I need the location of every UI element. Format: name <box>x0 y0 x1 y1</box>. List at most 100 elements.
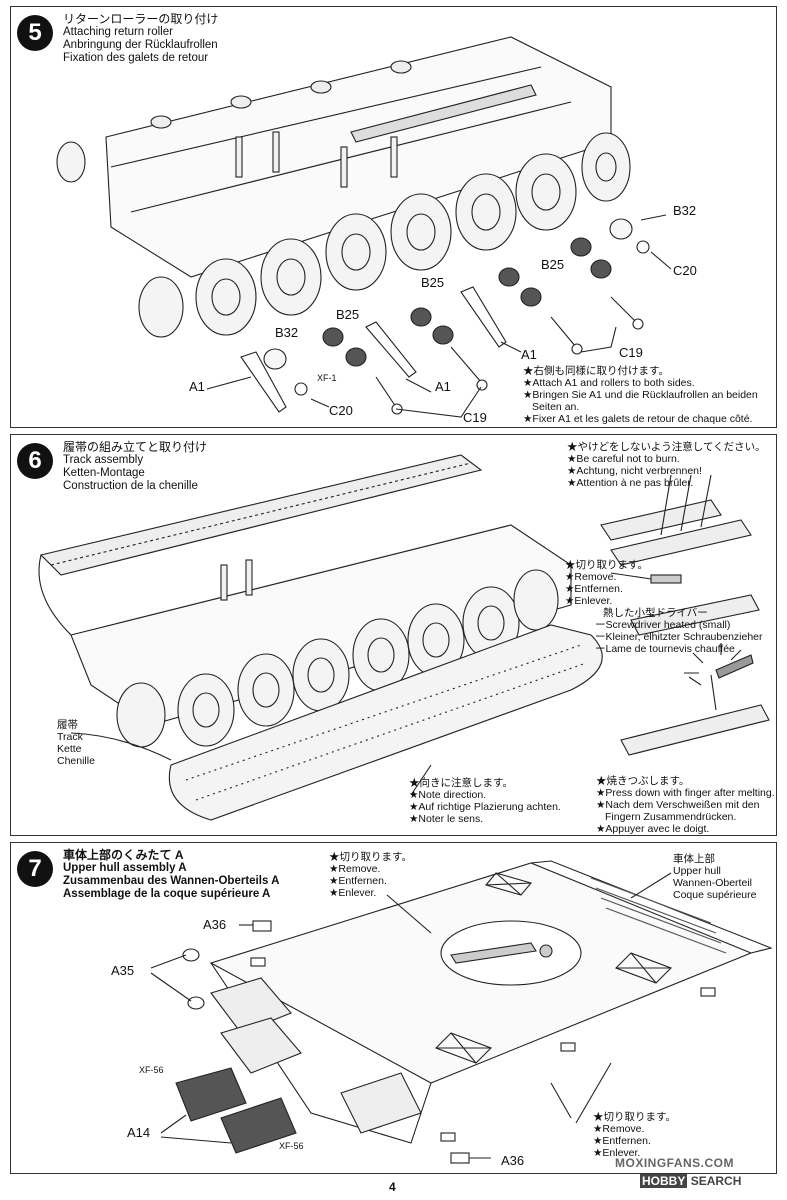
label-a14: A14 <box>127 1125 151 1140</box>
title-en: Attaching return roller <box>63 26 173 38</box>
direction-note: ★向きに注意します。 ★Note direction. ★Auf richtig… <box>409 777 561 825</box>
note-line: ★Attention à ne pas brûler. <box>567 477 694 489</box>
note-line: ★焼きつぶします。 <box>596 775 690 787</box>
watermark-part: SEARCH <box>690 1174 742 1188</box>
title-en: Upper hull assembly A <box>63 862 187 874</box>
label-xf56-paint: XF-56 <box>139 1065 164 1075</box>
step-title: 履帯の組み立てと取り付け Track assembly Ketten-Monta… <box>63 441 207 493</box>
note-line: ★Noter le sens. <box>409 813 484 825</box>
label-c19: C19 <box>619 345 643 360</box>
title-fr: Construction de la chenille <box>63 480 198 492</box>
step-5-panel: 5 リターンローラーの取り付け Attaching return roller … <box>10 6 777 428</box>
remove-note: ★切り取ります。 ★Remove. ★Entfernen. ★Enlever. <box>565 559 648 607</box>
label-a1: A1 <box>435 379 451 394</box>
title-fr: Fixation des galets de retour <box>63 52 209 64</box>
hull-return-roller-illustration <box>56 36 672 418</box>
note-line: Coque supérieure <box>673 889 757 901</box>
note-line: ★Bringen Sie A1 und die Rücklaufrollen a… <box>523 389 758 401</box>
note-line: ーKleiner, elhitzter Schraubenzieher <box>595 631 763 643</box>
screwdriver-note: 熱した小型ドライバー ーScrewdriver heated (small) ー… <box>595 607 763 655</box>
step-number: 7 <box>17 851 53 887</box>
note-line: 履帯 <box>57 719 78 731</box>
label-b32: B32 <box>673 203 697 218</box>
note-line: ★Remove. <box>593 1123 645 1135</box>
note-line: ★Press down with finger after melting. <box>596 787 775 799</box>
note-line: ★Enlever. <box>329 887 377 899</box>
step-number: 5 <box>17 15 53 51</box>
note-line: ★Nach dem Verschweißen mit den <box>596 799 760 811</box>
note-line: ーScrewdriver heated (small) <box>595 619 731 631</box>
label-b25: B25 <box>541 257 565 272</box>
assembly-note: ★右側も同様に取り付けます。 ★Attach A1 and rollers to… <box>523 365 758 425</box>
title-fr: Assemblage de la coque supérieure A <box>63 888 271 900</box>
remove-note-bottom: ★切り取ります。 ★Remove. ★Entfernen. ★Enlever. <box>593 1111 676 1159</box>
label-a35: A35 <box>111 963 135 978</box>
note-line: ★やけどをしないよう注意してください。 <box>567 441 766 453</box>
note-line: ★Auf richtige Plazierung achten. <box>409 801 561 813</box>
note-line: ★Remove. <box>329 863 381 875</box>
label-b25: B25 <box>421 275 445 290</box>
note-line: ★Remove. <box>565 571 617 583</box>
note-line: ★Appuyer avec le doigt. <box>596 823 710 835</box>
note-line: Wannen-Oberteil <box>673 877 752 889</box>
melt-note: ★焼きつぶします。 ★Press down with finger after … <box>596 775 775 835</box>
upper-hull-illustration <box>150 860 773 1164</box>
step-title: リターンローラーの取り付け Attaching return roller An… <box>63 13 218 65</box>
step-7-panel: 7 車体上部のくみたて A Upper hull assembly A Zusa… <box>10 842 777 1174</box>
note-line: ★Achtung, nicht verbrennen! <box>567 465 702 477</box>
note-line: ★Entfernen. <box>593 1135 651 1147</box>
note-line: 車体上部 <box>673 853 715 865</box>
label-a36: A36 <box>203 917 227 932</box>
label-a1: A1 <box>189 379 205 394</box>
note-line: Upper hull <box>673 865 721 877</box>
remove-note-top: ★切り取ります。 ★Remove. ★Entfernen. ★Enlever. <box>329 851 412 899</box>
label-a36: A36 <box>501 1153 525 1168</box>
note-line: ★切り取ります。 <box>329 851 412 863</box>
note-line: Track <box>57 731 83 743</box>
watermark-hobbysearch: HOBBY SEARCH <box>640 1174 741 1188</box>
label-xf56-paint: XF-56 <box>279 1141 304 1151</box>
burn-warning-note: ★やけどをしないよう注意してください。 ★Be careful not to b… <box>567 441 766 489</box>
note-line: Chenille <box>57 755 95 767</box>
note-line: Fingern Zusammendrücken. <box>605 811 737 823</box>
note-line: ★Enlever. <box>565 595 613 607</box>
label-c20: C20 <box>673 263 697 278</box>
note-line: ★Note direction. <box>409 789 487 801</box>
note-line: ★Entfernen. <box>565 583 623 595</box>
title-en: Track assembly <box>63 454 144 466</box>
watermark-moxingfans: MOXINGFANS.COM <box>615 1156 735 1170</box>
note-line: Seiten an. <box>532 401 580 413</box>
hull-label: 車体上部 Upper hull Wannen-Oberteil Coque su… <box>673 853 756 901</box>
label-xf1-paint: XF-1 <box>317 373 337 383</box>
title-de: Ketten-Montage <box>63 467 145 479</box>
note-line: Kette <box>57 743 82 755</box>
note-line: ★向きに注意します。 <box>409 777 513 789</box>
title-jp: 履帯の組み立てと取り付け <box>63 440 208 454</box>
track-assembly-illustration <box>38 454 770 821</box>
track-label: 履帯 Track Kette Chenille <box>57 719 95 767</box>
label-b32: B32 <box>275 325 299 340</box>
note-line: ★Fixer A1 et les galets de retour de cha… <box>523 413 753 425</box>
step-6-panel: 6 履帯の組み立てと取り付け Track assembly Ketten-Mon… <box>10 434 777 836</box>
note-line: ★右側も同様に取り付けます。 <box>523 365 669 377</box>
title-jp: 車体上部のくみたて A <box>63 848 184 862</box>
title-de: Zusammenbau des Wannen-Oberteils A <box>63 875 280 887</box>
note-line: 熱した小型ドライバー <box>603 607 708 619</box>
step-number: 6 <box>17 443 53 479</box>
note-line: ★Entfernen. <box>329 875 387 887</box>
note-line: ★切り取ります。 <box>593 1111 676 1123</box>
label-b25: B25 <box>336 307 360 322</box>
title-jp: リターンローラーの取り付け <box>63 12 219 26</box>
page-number: 4 <box>389 1180 396 1194</box>
note-line: ★Attach A1 and rollers to both sides. <box>523 377 695 389</box>
label-c19: C19 <box>463 410 487 425</box>
note-line: ーLame de tournevis chauffée <box>595 643 735 655</box>
label-c20: C20 <box>329 403 353 418</box>
watermark-part: HOBBY <box>640 1174 688 1188</box>
note-line: ★Enlever. <box>593 1147 641 1159</box>
note-line: ★Be careful not to burn. <box>567 453 680 465</box>
title-de: Anbringung der Rücklaufrollen <box>63 39 218 51</box>
step-title: 車体上部のくみたて A Upper hull assembly A Zusamm… <box>63 849 279 901</box>
label-a1: A1 <box>521 347 537 362</box>
note-line: ★切り取ります。 <box>565 559 648 571</box>
